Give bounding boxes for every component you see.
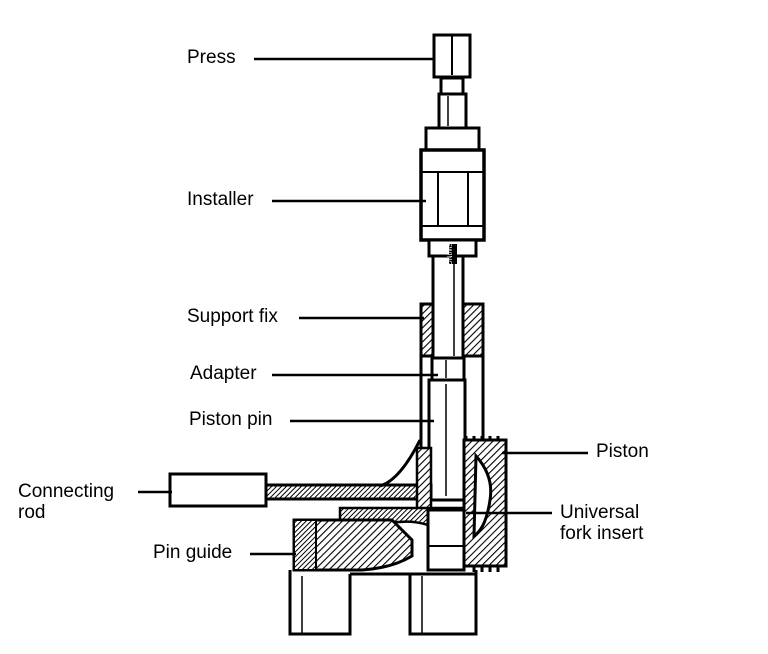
label-piston: Piston bbox=[596, 441, 649, 462]
label-support-fix: Support fix bbox=[187, 306, 278, 327]
piston-pin-drawing bbox=[427, 378, 467, 502]
base-stand-drawing bbox=[288, 570, 478, 636]
label-universal-fork-insert: Universal fork insert bbox=[560, 502, 644, 544]
press-drawing bbox=[432, 33, 472, 130]
installer-drawing: SWING bbox=[419, 126, 486, 360]
pin-guide-drawing bbox=[292, 518, 414, 572]
label-connecting-rod: Connecting rod bbox=[18, 481, 115, 523]
connecting-rod-drawing bbox=[168, 439, 433, 520]
label-installer: Installer bbox=[187, 189, 254, 210]
leader-lines bbox=[138, 57, 588, 556]
piston-drawing bbox=[462, 436, 508, 572]
label-piston-pin: Piston pin bbox=[189, 409, 273, 430]
adapter-drawing bbox=[430, 356, 466, 382]
label-adapter: Adapter bbox=[190, 363, 257, 384]
universal-fork-insert-drawing bbox=[338, 506, 466, 572]
label-press: Press bbox=[187, 47, 236, 68]
label-pin-guide: Pin guide bbox=[153, 542, 233, 563]
tool-marking-text: SWING bbox=[445, 242, 452, 266]
